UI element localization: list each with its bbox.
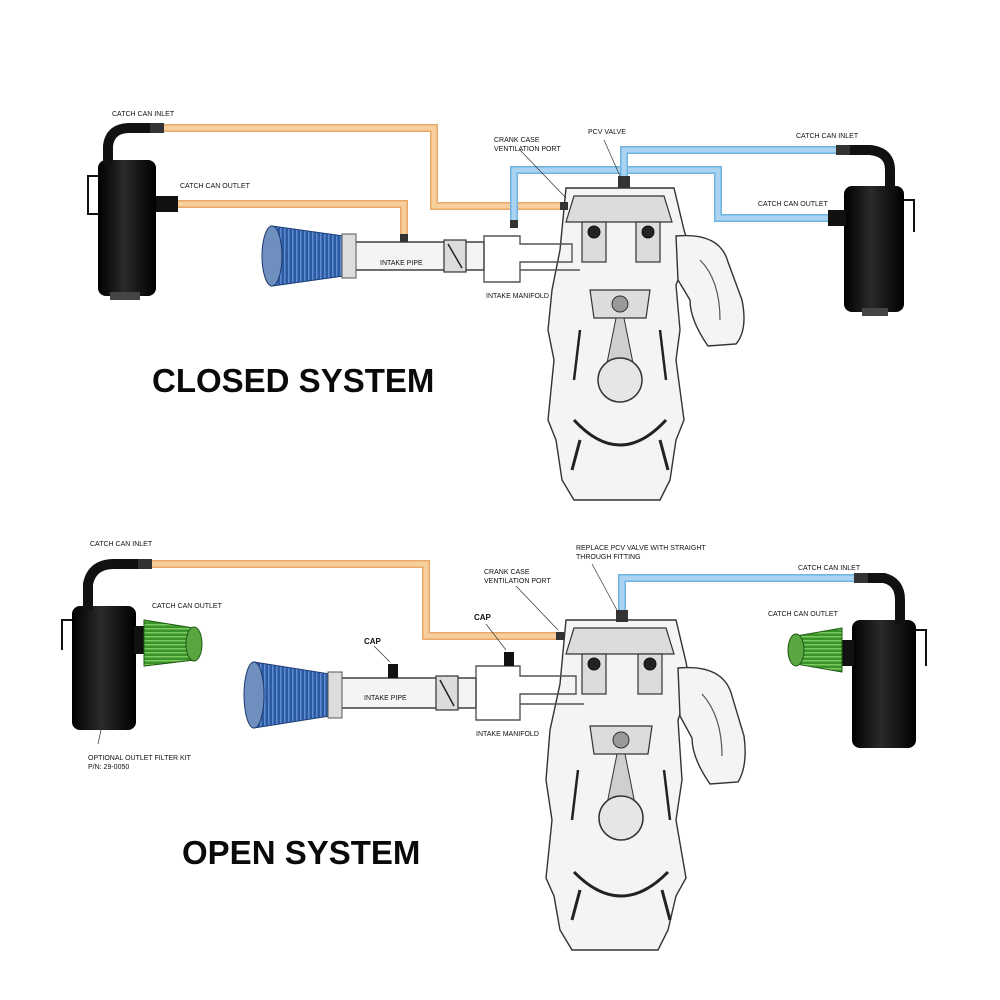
open-left-inlet-label: CATCH CAN INLET bbox=[90, 541, 153, 548]
open-left-catch-can bbox=[61, 559, 203, 730]
closed-intake-manifold-label: INTAKE MANIFOLD bbox=[486, 293, 549, 300]
open-intake-pipe-label: INTAKE PIPE bbox=[364, 695, 407, 702]
open-replace-pcv-label-1: REPLACE PCV VALVE WITH STRAIGHT bbox=[576, 545, 706, 552]
closed-right-catch-can bbox=[828, 145, 915, 316]
open-cap-right bbox=[504, 652, 514, 666]
closed-left-outlet-label: CATCH CAN OUTLET bbox=[180, 183, 251, 190]
open-crank-port-label-1: CRANK CASE bbox=[484, 569, 530, 576]
open-intake bbox=[335, 652, 584, 721]
closed-left-inlet-label: CATCH CAN INLET bbox=[112, 111, 175, 118]
closed-crank-port-label-1: CRANK CASE bbox=[494, 137, 540, 144]
closed-engine bbox=[547, 176, 745, 501]
open-right-inlet-label: CATCH CAN INLET bbox=[798, 565, 861, 572]
open-left-outlet-label: CATCH CAN OUTLET bbox=[152, 603, 223, 610]
open-intake-manifold-label: INTAKE MANIFOLD bbox=[476, 731, 539, 738]
closed-hoses bbox=[152, 124, 846, 236]
open-hoses bbox=[140, 560, 866, 640]
open-crank-port-label-2: VENTILATION PORT bbox=[484, 578, 551, 585]
open-right-green-filter bbox=[787, 627, 843, 673]
closed-left-catch-can bbox=[87, 123, 178, 300]
closed-right-inlet-label: CATCH CAN INLET bbox=[796, 133, 859, 140]
open-engine bbox=[545, 610, 746, 951]
open-right-outlet-label: CATCH CAN OUTLET bbox=[768, 611, 839, 618]
open-cap-right-label: CAP bbox=[474, 613, 492, 622]
open-air-filter bbox=[243, 661, 343, 729]
open-filter-kit-label-1: OPTIONAL OUTLET FILTER KIT bbox=[88, 755, 192, 762]
closed-air-filter bbox=[261, 225, 357, 287]
open-replace-pcv-label-2: THROUGH FITTING bbox=[576, 554, 641, 561]
closed-right-outlet-label: CATCH CAN OUTLET bbox=[758, 201, 829, 208]
closed-crank-port-label-2: VENTILATION PORT bbox=[494, 146, 561, 153]
closed-pcv-valve-label: PCV VALVE bbox=[588, 129, 626, 136]
open-system: CATCH CAN INLET CATCH CAN OUTLET CRANK C… bbox=[61, 541, 927, 951]
closed-intake-pipe-label: INTAKE PIPE bbox=[380, 260, 423, 267]
open-filter-kit-label-2: P/N: 29-0050 bbox=[88, 764, 129, 771]
open-cap-left bbox=[388, 664, 398, 678]
open-left-green-filter bbox=[143, 619, 203, 667]
closed-intake bbox=[353, 220, 580, 283]
open-system-title: OPEN SYSTEM bbox=[182, 834, 420, 871]
open-cap-left-label: CAP bbox=[364, 637, 382, 646]
open-right-catch-can bbox=[787, 573, 927, 748]
closed-system: CATCH CAN INLET CATCH CAN OUTLET CRANK C… bbox=[87, 111, 915, 501]
closed-system-title: CLOSED SYSTEM bbox=[152, 362, 434, 399]
